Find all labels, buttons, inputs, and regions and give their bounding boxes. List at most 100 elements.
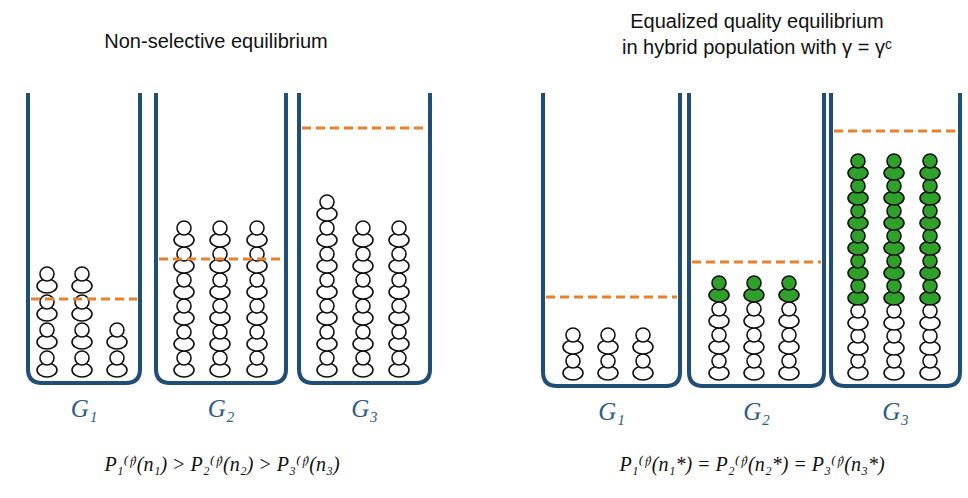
person-figure bbox=[389, 273, 409, 299]
person-figure bbox=[920, 229, 940, 255]
person-figure bbox=[884, 329, 904, 355]
person-figure bbox=[389, 351, 409, 377]
person-figure bbox=[107, 323, 127, 349]
person-figure bbox=[317, 247, 337, 273]
person-figure bbox=[598, 328, 618, 354]
group-tube: G₂ bbox=[687, 93, 826, 388]
threshold-line bbox=[834, 130, 957, 133]
threshold-line bbox=[546, 296, 677, 299]
group-label: G₂ bbox=[687, 398, 826, 426]
person-figure bbox=[920, 154, 940, 180]
person-figure bbox=[317, 325, 337, 351]
person-figure bbox=[107, 351, 127, 377]
person-figure bbox=[848, 304, 868, 330]
person-figure bbox=[563, 354, 583, 380]
tube-outline bbox=[26, 93, 142, 385]
person-figure bbox=[920, 254, 940, 280]
group-tube: G₁ bbox=[26, 93, 142, 385]
threshold-line bbox=[31, 298, 137, 301]
person-figure bbox=[353, 247, 373, 273]
group-label: G₂ bbox=[154, 395, 288, 423]
person-figure bbox=[779, 354, 799, 380]
person-figure bbox=[779, 276, 799, 302]
tube-outline bbox=[154, 93, 288, 385]
person-figure bbox=[353, 221, 373, 247]
person-figure bbox=[848, 204, 868, 230]
person-figure bbox=[353, 299, 373, 325]
person-figure bbox=[779, 302, 799, 328]
person-figure bbox=[389, 247, 409, 273]
person-figure bbox=[848, 254, 868, 280]
group-label: G₁ bbox=[541, 398, 682, 426]
person-figure bbox=[848, 354, 868, 380]
person-figure bbox=[563, 328, 583, 354]
group-tube: G₃ bbox=[829, 93, 962, 388]
person-figure bbox=[920, 179, 940, 205]
person-figure bbox=[389, 325, 409, 351]
person-figure bbox=[848, 279, 868, 305]
person-figure bbox=[709, 302, 729, 328]
threshold-line bbox=[159, 258, 283, 261]
person-figure bbox=[598, 354, 618, 380]
person-figure bbox=[920, 279, 940, 305]
panel-heading: Non-selective equilibrium bbox=[56, 28, 376, 54]
group-label: G₃ bbox=[829, 398, 962, 426]
person-figure bbox=[174, 299, 194, 325]
person-figure bbox=[920, 329, 940, 355]
person-figure bbox=[884, 204, 904, 230]
person-figure bbox=[848, 329, 868, 355]
person-figure bbox=[353, 273, 373, 299]
group-label: G₃ bbox=[297, 395, 432, 423]
person-figure bbox=[884, 154, 904, 180]
person-figure bbox=[210, 325, 230, 351]
person-figure bbox=[920, 304, 940, 330]
person-figure bbox=[848, 179, 868, 205]
person-figure bbox=[633, 328, 653, 354]
person-figure bbox=[744, 276, 764, 302]
threshold-line bbox=[302, 127, 427, 130]
person-figure bbox=[247, 221, 267, 247]
person-figure bbox=[779, 328, 799, 354]
person-figure bbox=[353, 325, 373, 351]
person-figure bbox=[709, 276, 729, 302]
threshold-line bbox=[692, 261, 821, 264]
person-figure bbox=[920, 354, 940, 380]
person-figure bbox=[210, 273, 230, 299]
person-figure bbox=[317, 195, 337, 221]
person-figure bbox=[884, 254, 904, 280]
person-figure bbox=[317, 299, 337, 325]
person-figure bbox=[72, 351, 92, 377]
person-figure bbox=[389, 221, 409, 247]
group-tube: G₃ bbox=[297, 93, 432, 385]
tube-outline bbox=[297, 93, 432, 385]
person-figure bbox=[633, 354, 653, 380]
person-figure bbox=[744, 354, 764, 380]
person-figure bbox=[37, 351, 57, 377]
person-figure bbox=[174, 325, 194, 351]
person-figure bbox=[247, 351, 267, 377]
tube-outline bbox=[829, 93, 962, 388]
person-figure bbox=[884, 304, 904, 330]
person-figure bbox=[72, 267, 92, 293]
person-figure bbox=[848, 154, 868, 180]
person-figure bbox=[389, 299, 409, 325]
person-figure bbox=[353, 351, 373, 377]
person-figure bbox=[709, 328, 729, 354]
group-label: G₁ bbox=[26, 395, 142, 423]
panel-heading: Equalized quality equilibrium in hybrid … bbox=[567, 8, 947, 60]
group-tube: G₁ bbox=[541, 93, 682, 388]
person-figure bbox=[317, 351, 337, 377]
person-figure bbox=[884, 279, 904, 305]
person-figure bbox=[174, 221, 194, 247]
person-figure bbox=[174, 351, 194, 377]
person-figure bbox=[37, 267, 57, 293]
person-figure bbox=[848, 229, 868, 255]
person-figure bbox=[884, 354, 904, 380]
person-figure bbox=[247, 325, 267, 351]
tube-outline bbox=[687, 93, 826, 388]
person-figure bbox=[884, 179, 904, 205]
person-figure bbox=[210, 351, 230, 377]
person-figure bbox=[247, 299, 267, 325]
group-tube: G₂ bbox=[154, 93, 288, 385]
person-figure bbox=[744, 328, 764, 354]
